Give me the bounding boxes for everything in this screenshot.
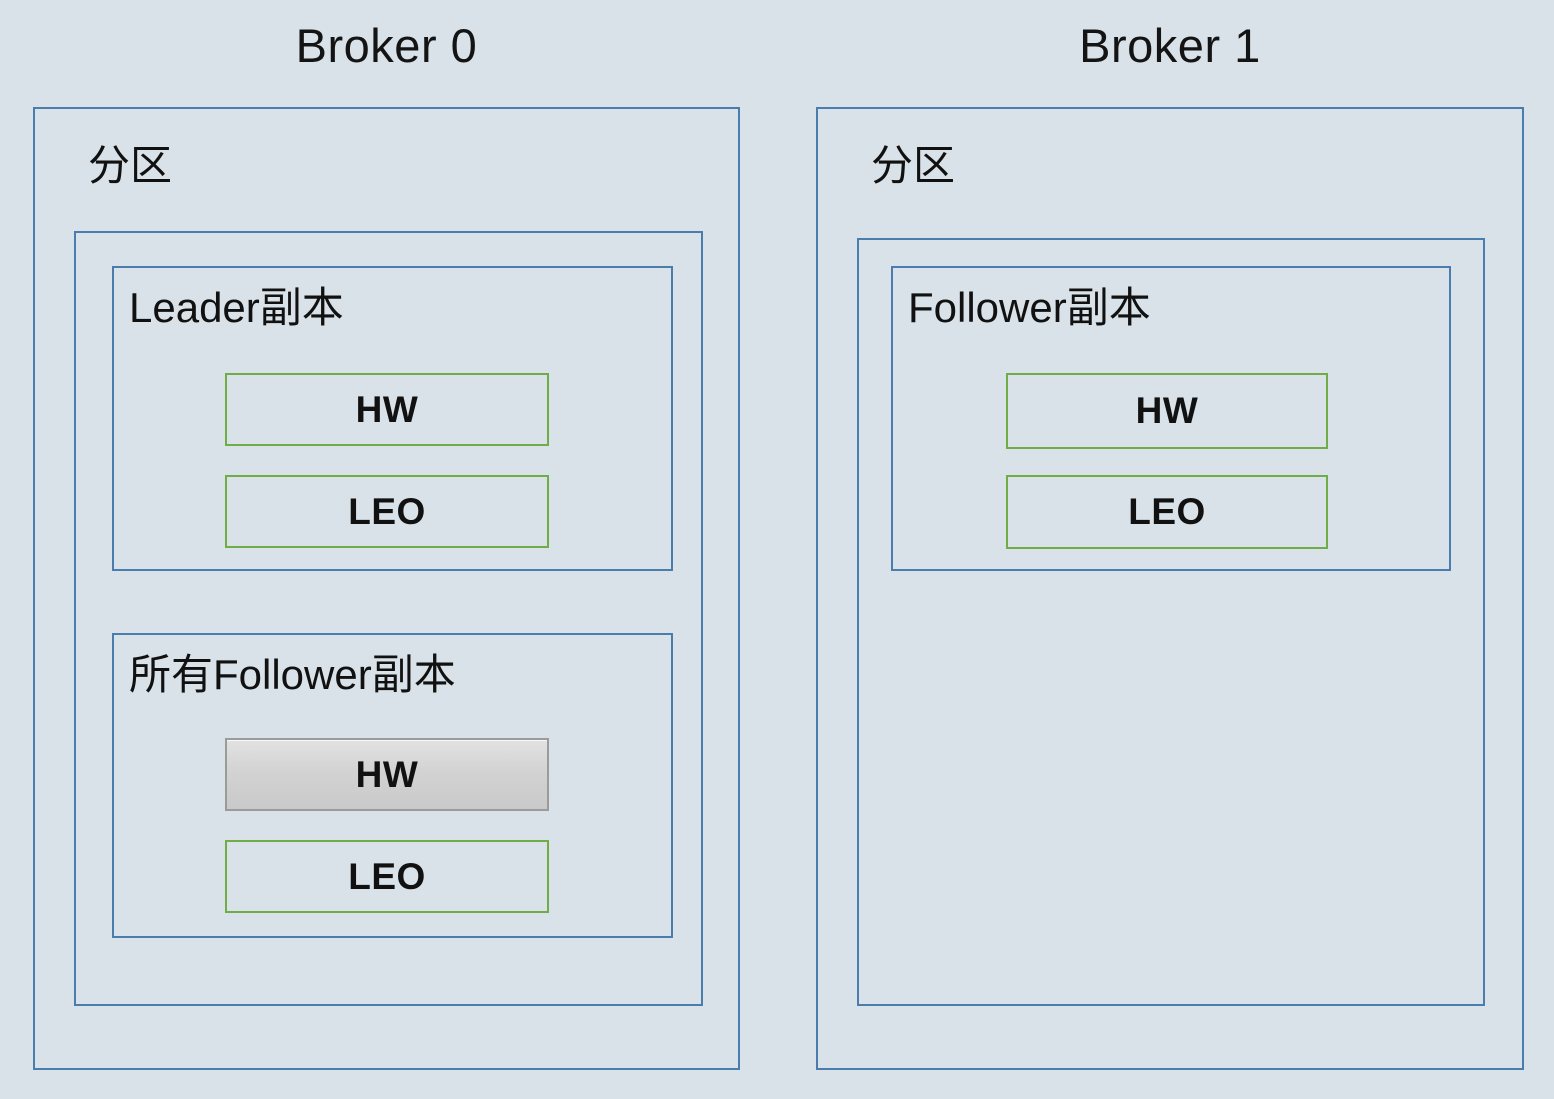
replica-box-leader	[112, 266, 673, 571]
replica-label-all-followers: 所有Follower副本	[129, 651, 456, 698]
chip-leo-leader[interactable]: LEO	[225, 475, 549, 548]
partition-label-1: 分区	[871, 142, 956, 189]
broker-column-0: Broker 0 分区 Leader副本 HW LEO 所有Follower副本…	[33, 0, 740, 1099]
replica-box-follower	[891, 266, 1451, 571]
broker-title-0: Broker 0	[295, 19, 478, 72]
partition-box-0	[74, 231, 703, 1006]
chip-hw-all-followers[interactable]: HW	[225, 738, 549, 811]
replica-label-follower: Follower副本	[908, 284, 1151, 331]
replica-label-leader: Leader副本	[129, 284, 344, 331]
broker-box-1	[816, 107, 1524, 1070]
broker-box-0	[33, 107, 740, 1070]
broker-column-1: Broker 1 分区 Follower副本 HW LEO	[816, 0, 1524, 1099]
chip-hw-leader[interactable]: HW	[225, 373, 549, 446]
chip-leo-all-followers[interactable]: LEO	[225, 840, 549, 913]
replica-box-all-followers	[112, 633, 673, 938]
broker-title-1: Broker 1	[1079, 19, 1261, 72]
chip-hw-follower[interactable]: HW	[1006, 373, 1328, 449]
partition-box-1	[857, 238, 1485, 1006]
chip-leo-follower[interactable]: LEO	[1006, 475, 1328, 549]
partition-label-0: 分区	[88, 142, 173, 189]
